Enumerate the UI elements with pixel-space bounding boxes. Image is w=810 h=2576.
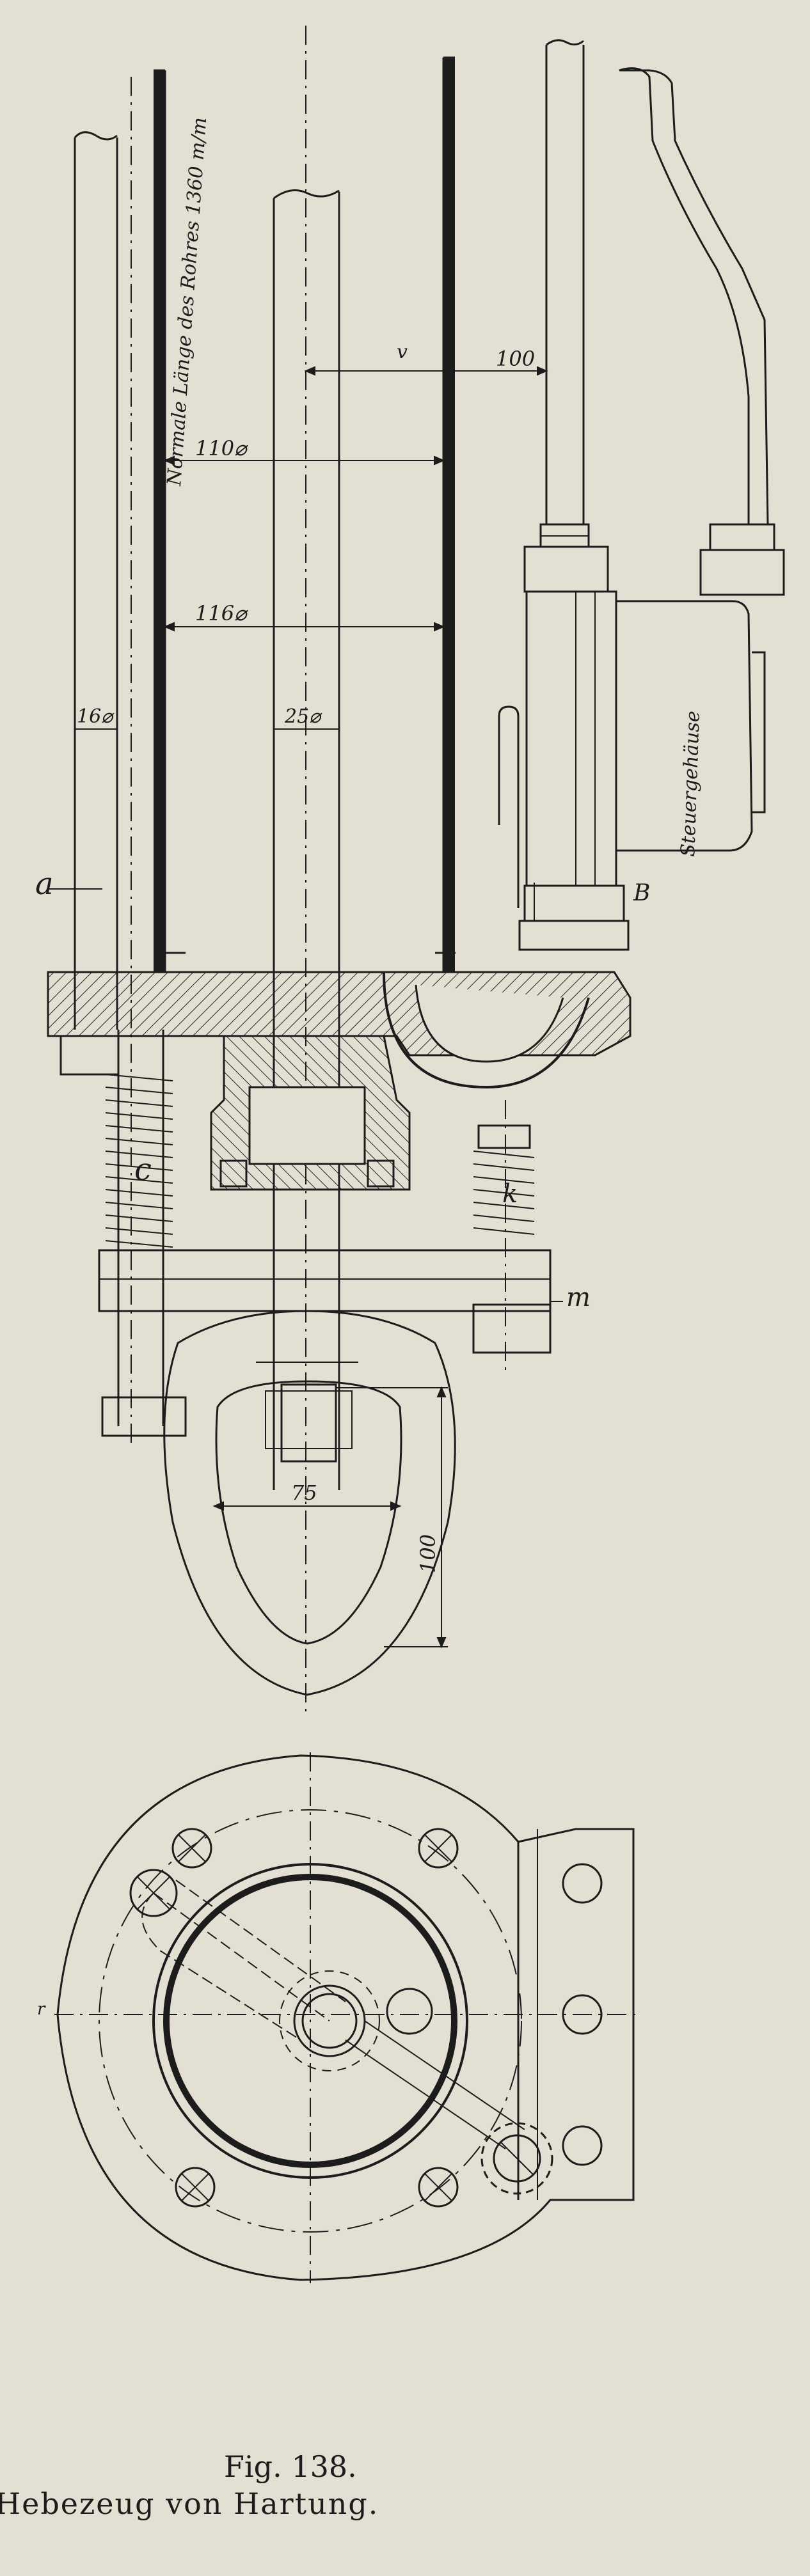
base-flange [47, 952, 631, 1089]
plan-tube-inner [163, 1874, 457, 2168]
label-tube-length: Normale Länge des Rohres 1360 m/m [163, 116, 211, 487]
label-c: c [134, 1152, 152, 1188]
left-rod [74, 131, 164, 1426]
plan-view [54, 1752, 640, 2283]
label-dim-100-top: 100 [496, 347, 535, 371]
elevation-view [47, 26, 785, 1714]
label-b: B [633, 880, 650, 906]
label-dim-25: 25⌀ [284, 705, 322, 728]
spring-c [105, 1074, 173, 1248]
lifting-eye [163, 1310, 456, 1696]
figure-caption-text: Hebezeug von Hartung. [0, 2486, 379, 2521]
crossbar [98, 1249, 552, 1437]
label-dim-75: 75 [291, 1480, 317, 1505]
label-steuergehaeuse: Steuergehäuse [677, 711, 704, 858]
label-dim-v: v [397, 341, 408, 363]
plan-bolt-circle [99, 1809, 522, 2233]
stuffing-box [60, 1035, 411, 1191]
label-dim-110: 110⌀ [195, 436, 248, 460]
figure-number: Fig. 138. [224, 2449, 357, 2484]
plan-rod [301, 1993, 358, 2049]
label-a: a [35, 866, 54, 902]
bent-pipe [619, 67, 785, 596]
central-rod [273, 189, 340, 1490]
label-m: m [566, 1283, 591, 1312]
label-r: r [37, 2000, 46, 2019]
plan-outline [56, 1754, 635, 2281]
plan-rod-outer [279, 1970, 380, 2071]
label-k: k [502, 1179, 518, 1209]
plan-bolt-holes [129, 1828, 603, 2208]
control-housing [498, 546, 766, 951]
dimension-lines [48, 366, 563, 1649]
spring-k [473, 1124, 535, 1235]
main-tube [154, 56, 455, 972]
label-dim-100-eye: 100 [416, 1534, 440, 1573]
label-dim-16: 16⌀ [77, 705, 115, 728]
label-dim-116: 116⌀ [195, 601, 248, 625]
right-upper-rod [539, 39, 590, 548]
